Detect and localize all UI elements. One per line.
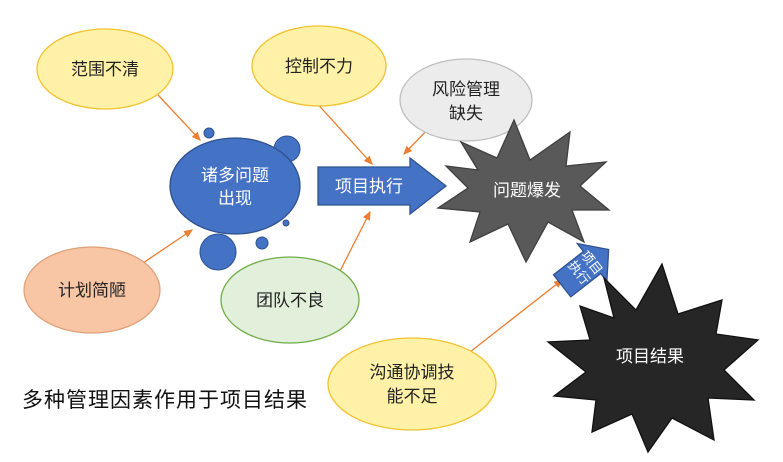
node-team (220, 256, 360, 344)
exec-arrow-2: 项目 执行 (552, 242, 610, 298)
exec-arrow-1 (317, 156, 448, 216)
connector-comm-to-exec2 (469, 279, 564, 353)
connector-team-to-exec (337, 210, 371, 276)
node-communication-label-1: 沟通协调技 (370, 363, 455, 383)
node-plan (23, 246, 161, 334)
node-risk-label-1: 风险管理 (432, 80, 500, 100)
node-issues (169, 137, 301, 235)
node-scope (36, 28, 174, 110)
node-control-label: 控制不力 (285, 57, 353, 77)
node-plan-label: 计划简陋 (58, 281, 126, 301)
bubble-small-1 (203, 127, 215, 139)
node-issues-label-2: 出现 (218, 189, 252, 209)
connector-plan-to-issues (139, 229, 194, 266)
node-risk (399, 58, 533, 142)
node-communication-label-2: 能不足 (387, 387, 438, 407)
burst-result-label: 项目结果 (616, 347, 684, 367)
diagram-caption: 多种管理因素作用于项目结果 (22, 388, 308, 412)
connector-control-to-exec (313, 99, 373, 165)
burst-issues (436, 118, 611, 264)
exec-arrow-1-label: 项目执行 (335, 177, 403, 197)
node-scope-label: 范围不清 (71, 60, 139, 80)
bubble-small-2 (255, 236, 269, 250)
node-communication (327, 337, 497, 431)
bubble-large-1 (199, 233, 237, 271)
bubble-tiny-1 (282, 219, 290, 227)
connector-scope-to-issues (157, 94, 201, 141)
node-risk-label-2: 缺失 (449, 104, 483, 124)
node-control (251, 25, 387, 107)
node-team-label: 团队不良 (256, 291, 324, 311)
burst-issues-label: 问题爆发 (493, 181, 561, 201)
node-issues-label-1: 诸多问题 (201, 166, 269, 186)
burst-result (546, 262, 760, 454)
